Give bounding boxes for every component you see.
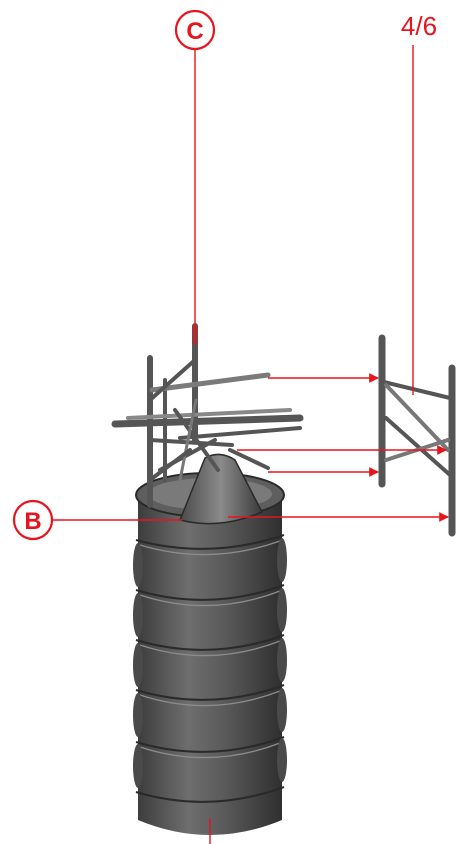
- side-frame-part-icon: [378, 334, 456, 537]
- callout-c-letter: C: [186, 18, 203, 45]
- callout-c: C: [174, 9, 216, 51]
- lattice-top-frame-icon: [111, 323, 304, 508]
- arrow-icon: [53, 45, 449, 844]
- callout-circle-icon: [12, 499, 54, 541]
- callout-b-letter: B: [24, 508, 41, 535]
- step-label: 4/6: [401, 11, 437, 41]
- callout-circle-icon: [174, 9, 216, 51]
- cylindrical-tower-body-icon: [133, 453, 287, 835]
- callout-b: B: [12, 499, 54, 541]
